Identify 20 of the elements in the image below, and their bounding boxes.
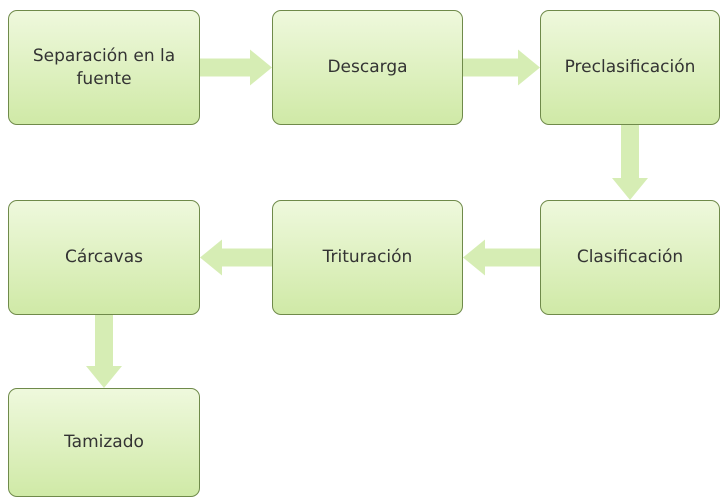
arrow <box>463 50 540 86</box>
arrow <box>86 315 122 388</box>
arrow <box>463 240 540 276</box>
arrow <box>200 240 272 276</box>
process-box <box>272 200 463 315</box>
process-box <box>540 200 720 315</box>
box-label: Preclasificación <box>564 56 696 79</box>
process-box <box>540 10 720 125</box>
box-label: Descarga <box>327 56 408 79</box>
box-label: Separación en la fuente <box>32 44 176 90</box>
box-label: Cárcavas <box>64 246 143 269</box>
process-box <box>8 200 200 315</box>
box-label: Trituración <box>322 246 412 269</box>
arrow <box>612 125 648 200</box>
box-label: Tamizado <box>64 431 144 454</box>
box-label: Clasificación <box>576 246 684 269</box>
process-box <box>8 10 200 125</box>
arrow <box>200 50 272 86</box>
process-box <box>8 388 200 497</box>
process-box <box>272 10 463 125</box>
